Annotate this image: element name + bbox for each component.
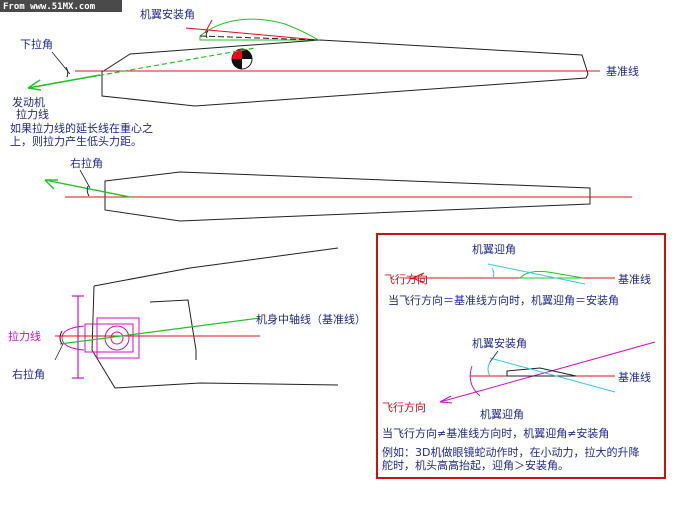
- inset-bottom-baseline-label: 基准线: [618, 370, 651, 384]
- plan-thrust-line-label: 拉力线: [8, 329, 41, 343]
- engine-hub: [110, 331, 124, 345]
- plan-right-thrust-label: 右拉角: [12, 367, 45, 381]
- center-of-gravity-icon: [231, 48, 253, 70]
- engine-mount: [84, 323, 134, 353]
- inset-example-line-2: 舵时，机头高高抬起，迎角＞安装角。: [382, 458, 569, 472]
- fuselage-side-outline: [101, 39, 589, 107]
- plan-view: 机身中轴线（基准线） 拉力线 右拉角: [8, 247, 366, 389]
- top-baseline-label: 基准线: [606, 64, 639, 78]
- incidence-leader: [204, 19, 213, 34]
- thrust-line: [27, 74, 101, 89]
- wing-airfoil: [199, 18, 320, 41]
- inset-bottom-flight-arrow-icon: [439, 395, 453, 404]
- inset-top-aoa-arc: [491, 267, 495, 279]
- plan-outline-bottom: [91, 285, 339, 389]
- inset-bottom-flight-dir-label: 飞行方向: [382, 400, 426, 414]
- inset-top-flight-arrow-icon: [412, 272, 425, 284]
- plan-inner-frame: [149, 299, 197, 360]
- down-thrust-label: 下拉角: [20, 37, 53, 51]
- watermark-bg: [0, 0, 122, 12]
- inset-top-caption: 当飞行方向＝基准线方向时，机翼迎角＝安装角: [388, 293, 619, 307]
- engine-label: 发动机: [12, 95, 45, 109]
- plan-right-thrust-leader: [54, 343, 64, 361]
- middle-right-thrust-leader: [79, 169, 91, 189]
- middle-right-thrust-arc: [86, 185, 90, 197]
- down-thrust-leader: [51, 51, 71, 75]
- inset-top-baseline-label: 基准线: [618, 272, 651, 286]
- middle-thrust-arrow-icon: [44, 179, 58, 190]
- inset-top-aoa-label: 机翼迎角: [472, 242, 516, 256]
- plan-outline-top: [93, 247, 339, 287]
- inset-example-line-1: 例如：3D机做眼镜蛇动作时，在小动力，拉大的升降: [382, 445, 639, 459]
- thrust-line-label: 拉力线: [16, 107, 49, 121]
- plan-thrust-line: [59, 317, 261, 345]
- middle-right-thrust-label: 右拉角: [70, 156, 103, 170]
- plan-right-thrust-arc: [59, 330, 63, 345]
- fuselage-axis-label: 机身中轴线（基准线）: [256, 312, 366, 326]
- engine-case: [96, 317, 140, 359]
- note-line-1: 如果拉力线的延长线在重心之: [10, 121, 153, 135]
- inset-bottom-chord: [489, 357, 616, 393]
- incidence-angle-arc: [205, 30, 209, 39]
- inset-bottom-incidence-label: 机翼安装角: [472, 336, 527, 350]
- inset-bottom-incidence-arc: [487, 361, 491, 377]
- inset-frame: [376, 233, 666, 479]
- wing-incidence-label: 机翼安装角: [140, 7, 195, 21]
- inset-panel: 机翼迎角 飞行方向 基准线 当飞行方向＝基准线方向时，机翼迎角＝安装角 机翼安装…: [376, 233, 666, 479]
- thrust-line-extension: [27, 47, 256, 89]
- inset-top-flight-dir-label: 飞行方向: [384, 272, 428, 286]
- middle-top-view: 右拉角: [44, 156, 632, 222]
- down-thrust-arc: [65, 66, 69, 78]
- wing-chord-line: [185, 27, 319, 41]
- spinner: [61, 325, 85, 351]
- top-side-view: 机翼安装角 下拉角 基准线 发动机 拉力线 如果拉力线的延长线在重心之 上，则拉…: [10, 7, 639, 148]
- inset-top-chord: [487, 263, 586, 285]
- thrust-arrow-icon: [27, 79, 42, 91]
- inset-bottom-incidence-leader: [489, 350, 499, 363]
- inset-bottom-caption: 当飞行方向≠基准线方向时，机翼迎角≠安装角: [382, 426, 609, 440]
- note-line-2: 上，则拉力产生低头力距。: [10, 134, 142, 148]
- inset-top-airfoil: [518, 270, 584, 279]
- watermark: From www.51MX.com: [3, 2, 96, 12]
- wing-reference-line: [199, 35, 319, 41]
- fuselage-top-outline: [104, 171, 591, 222]
- inset-bottom-aoa-arc: [469, 365, 481, 397]
- inset-bottom-aoa-label: 机翼迎角: [480, 407, 524, 421]
- inset-bottom-airfoil: [506, 367, 577, 377]
